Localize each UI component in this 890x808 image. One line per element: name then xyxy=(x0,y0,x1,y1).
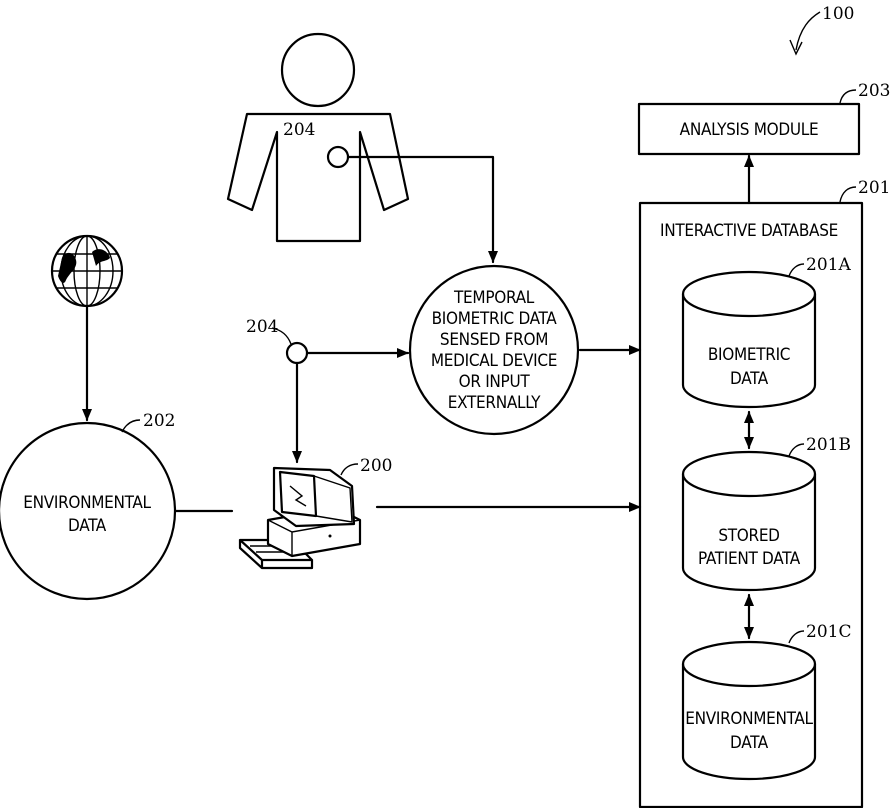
person-head xyxy=(282,34,354,106)
svg-text:DATA: DATA xyxy=(68,516,107,536)
environmental-leader-line xyxy=(122,420,140,432)
computer-leader-line xyxy=(341,464,358,475)
svg-text:TEMPORAL: TEMPORAL xyxy=(453,288,535,308)
medical-device-node: 204 xyxy=(246,317,307,363)
stored-patient-data-cylinder: STORED PATIENT DATA 201B xyxy=(683,435,851,590)
svg-text:200: 200 xyxy=(360,456,392,476)
svg-text:204: 204 xyxy=(283,120,315,140)
svg-text:201A: 201A xyxy=(806,255,851,275)
svg-text:STORED: STORED xyxy=(718,526,779,546)
environmental-data-cylinder: ENVIRONMENTAL DATA 201C xyxy=(683,622,851,779)
connector-body-sensor-to-temporal xyxy=(348,157,493,262)
analysis-module-node: ANALYSIS MODULE 203 xyxy=(639,81,890,154)
svg-text:201B: 201B xyxy=(806,435,851,455)
svg-text:EXTERNALLY: EXTERNALLY xyxy=(448,393,541,413)
svg-text:ENVIRONMENTAL: ENVIRONMENTAL xyxy=(685,709,813,729)
cylinder-c-leader-line xyxy=(789,631,804,643)
svg-text:202: 202 xyxy=(143,411,175,431)
analysis-leader-line xyxy=(840,90,856,103)
svg-text:DATA: DATA xyxy=(730,733,769,753)
database-leader-line xyxy=(840,187,856,202)
person-figure-icon: 204 xyxy=(228,34,408,241)
biometric-data-cylinder: BIOMETRIC DATA 201A xyxy=(683,255,851,407)
svg-text:ENVIRONMENTAL: ENVIRONMENTAL xyxy=(23,493,151,513)
svg-text:204: 204 xyxy=(246,317,278,337)
svg-text:OR INPUT: OR INPUT xyxy=(459,372,531,392)
svg-text:201: 201 xyxy=(858,178,890,198)
svg-text:ANALYSIS MODULE: ANALYSIS MODULE xyxy=(680,120,819,140)
cylinder-b-leader-line xyxy=(789,444,804,456)
svg-text:INTERACTIVE DATABASE: INTERACTIVE DATABASE xyxy=(660,221,838,241)
svg-text:100: 100 xyxy=(822,4,854,24)
temporal-biometric-node: TEMPORAL BIOMETRIC DATA SENSED FROM MEDI… xyxy=(410,266,578,434)
svg-text:PATIENT DATA: PATIENT DATA xyxy=(698,549,801,569)
figure-leader-line xyxy=(796,12,820,50)
computer-workstation-icon: 200 xyxy=(240,456,392,568)
cylinder-a-leader-line xyxy=(789,264,804,276)
globe-icon xyxy=(52,236,122,306)
svg-text:BIOMETRIC: BIOMETRIC xyxy=(708,345,790,365)
svg-text:DATA: DATA xyxy=(730,369,769,389)
svg-text:SENSED FROM: SENSED FROM xyxy=(440,330,548,350)
environmental-data-node: ENVIRONMENTAL DATA 202 xyxy=(0,411,175,599)
person-torso xyxy=(228,114,408,241)
body-sensor-icon xyxy=(328,147,348,167)
svg-text:BIOMETRIC DATA: BIOMETRIC DATA xyxy=(432,309,558,329)
svg-text:MEDICAL DEVICE: MEDICAL DEVICE xyxy=(431,351,557,371)
medical-device-sensor-icon xyxy=(287,343,307,363)
svg-text:203: 203 xyxy=(858,81,890,101)
svg-text:201C: 201C xyxy=(806,622,851,642)
figure-reference: 100 xyxy=(790,4,854,54)
